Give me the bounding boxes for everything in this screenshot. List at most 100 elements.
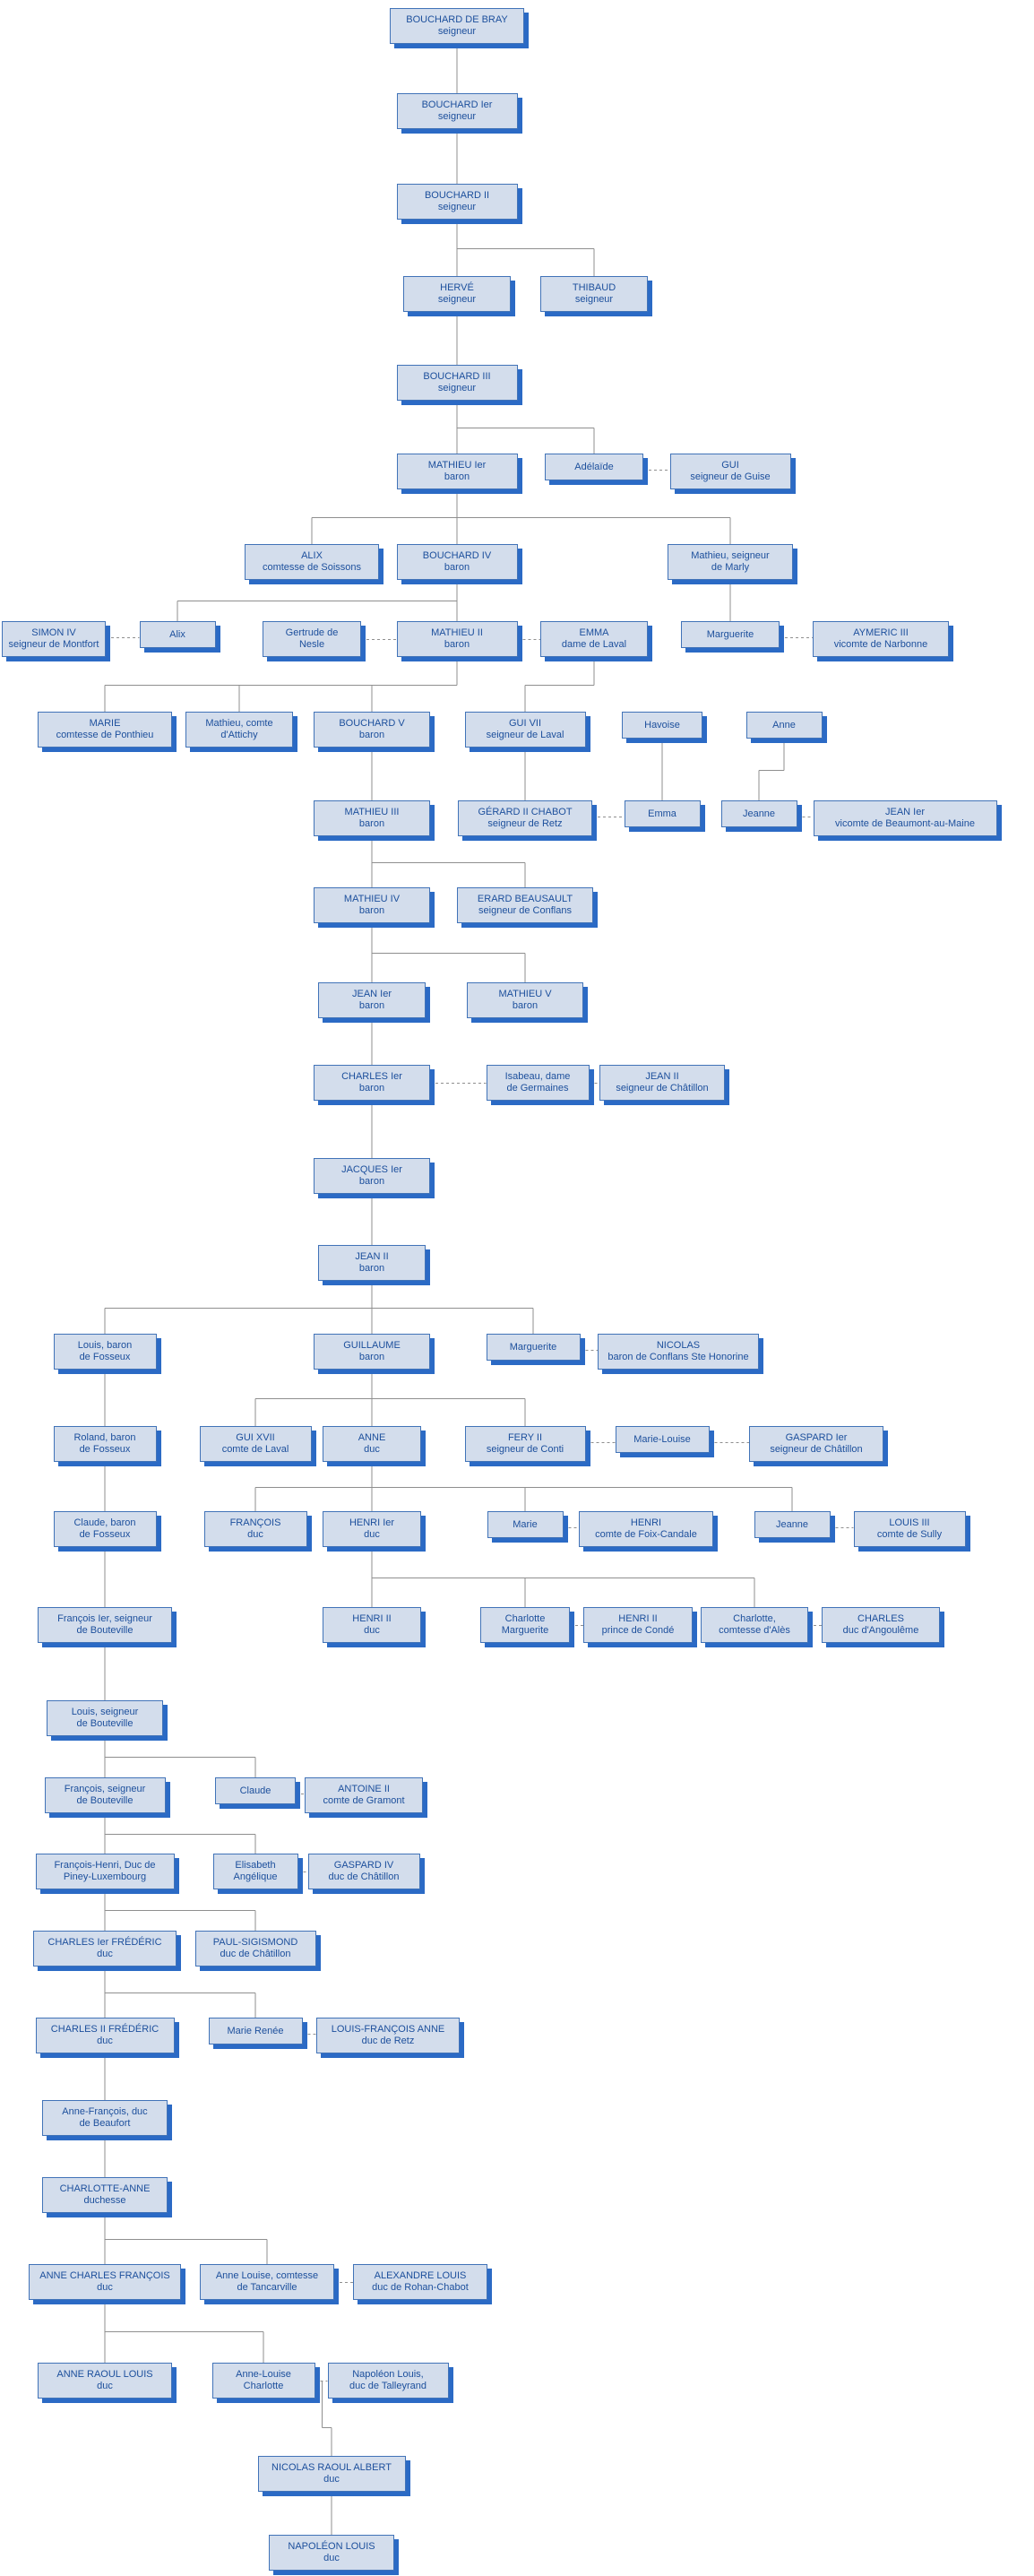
person-node[interactable]: Jeanne: [720, 800, 797, 827]
person-node[interactable]: Marie-Louise: [615, 1426, 710, 1453]
person-title: seigneur de Conti: [486, 1444, 564, 1455]
person-title: seigneur: [437, 111, 477, 122]
person-node[interactable]: Marie: [487, 1511, 564, 1538]
person-name: Emma: [648, 808, 676, 819]
person-name: Isabeau, dame: [504, 1071, 571, 1082]
person-title: seigneur: [437, 294, 477, 305]
person-title: de Bouteville: [76, 1625, 134, 1636]
person-node[interactable]: Marie Renée: [208, 2018, 303, 2044]
person-title: seigneur de Retz: [487, 818, 563, 829]
person-name: AYMERIC III: [853, 627, 909, 638]
person-name: BOUCHARD III: [423, 371, 491, 382]
person-node[interactable]: Jeanne: [754, 1511, 831, 1538]
person-node[interactable]: Marguerite: [681, 621, 780, 648]
person-name: Anne Louise, comtesse: [215, 2270, 319, 2281]
person-node[interactable]: Napoléon Louis,duc de Talleyrand: [327, 2363, 449, 2399]
person-node[interactable]: Charlotte,comtesse d'Alès: [701, 1607, 808, 1643]
person-title: Charlotte: [243, 2381, 284, 2391]
person-node[interactable]: Claude: [215, 1777, 296, 1804]
person-title: de Fosseux: [79, 1529, 131, 1540]
person-node[interactable]: Havoise: [622, 712, 702, 739]
person-node[interactable]: Adélaïde: [545, 454, 643, 480]
person-node[interactable]: Emma: [624, 800, 701, 827]
person-title: seigneur de Conflans: [478, 905, 572, 916]
person-node[interactable]: Alix: [139, 621, 216, 648]
person-title: baron: [358, 1263, 385, 1274]
person-name: HENRI: [630, 1517, 662, 1528]
person-node[interactable]: Anne: [745, 712, 823, 739]
person-node[interactable]: Marguerite: [486, 1334, 581, 1361]
person-title: de Fosseux: [79, 1352, 131, 1362]
